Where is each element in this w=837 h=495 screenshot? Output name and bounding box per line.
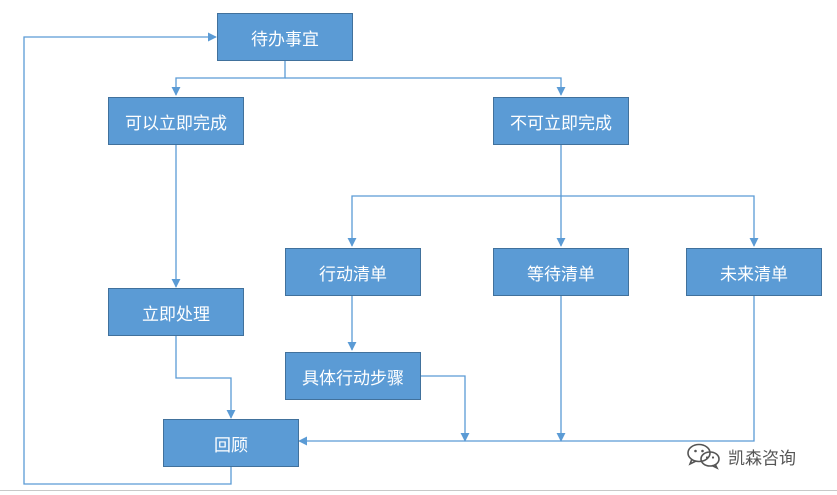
connector-todo-to-can	[171, 61, 286, 96]
connector-do-now-to-review	[175, 336, 236, 419]
connector-steps-down	[421, 375, 470, 442]
connector-future-to-review	[298, 296, 755, 446]
watermark: 凯森咨询	[686, 442, 796, 470]
node-review: 回顾	[163, 419, 299, 467]
node-cannot-do-now: 不可立即完成	[493, 97, 629, 145]
connector-cannot-to-action	[347, 145, 562, 247]
node-action-list: 行动清单	[285, 248, 421, 296]
connector-todo-to-cannot	[285, 77, 566, 96]
watermark-text: 凯森咨询	[728, 448, 796, 469]
bottom-border	[0, 490, 837, 491]
node-todo: 待办事宜	[217, 13, 353, 61]
node-do-now: 立即处理	[108, 288, 244, 336]
node-waiting-list: 等待清单	[493, 248, 629, 296]
connector-cannot-to-future	[561, 195, 759, 247]
connector-review-loop	[23, 32, 232, 485]
wechat-icon	[687, 443, 720, 470]
node-future-list: 未来清单	[686, 248, 822, 296]
node-can-do-now: 可以立即完成	[108, 97, 244, 145]
node-specific-steps: 具体行动步骤	[285, 352, 421, 400]
